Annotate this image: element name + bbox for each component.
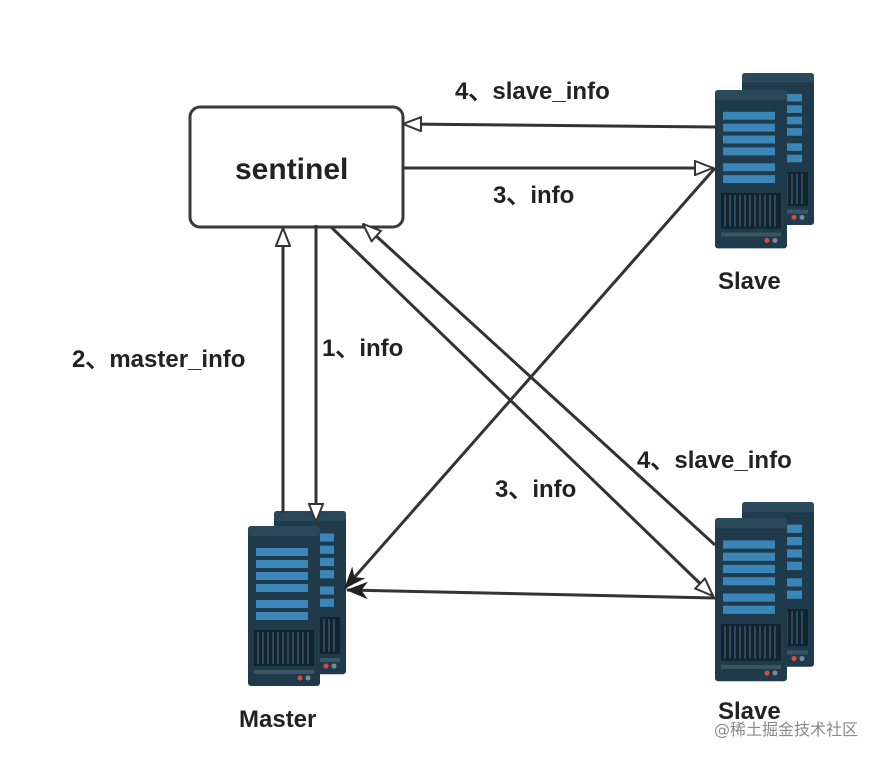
sentinel-label: sentinel <box>235 153 349 186</box>
edge-label-sentinel-to-slave-bottom: 3、info <box>495 476 577 503</box>
watermark: @稀土掘金技术社区 <box>714 720 859 739</box>
arrow-slave-bottom-to-sentinel <box>363 224 717 547</box>
edge-label-master-to-sentinel: 2、master_info <box>72 346 246 373</box>
edge-label-slave-bottom-to-sentinel: 4、slave_info <box>637 447 792 474</box>
slave-top-server-icon <box>714 72 815 250</box>
arrow-slave-bottom-to-master <box>345 581 716 600</box>
master-server-icon <box>247 510 347 687</box>
edge-label-slave-top-to-sentinel: 4、slave_info <box>455 78 610 105</box>
slave-bottom-server-icon <box>714 501 815 682</box>
edge-label-sentinel-to-master: 1、info <box>322 335 404 362</box>
arrow-sentinel-to-slave-bottom <box>329 225 713 596</box>
slave-bottom-label: Slave <box>718 698 781 725</box>
slave-top-label: Slave <box>718 268 781 295</box>
arrow-slave-top-to-sentinel <box>403 124 716 127</box>
edge-label-sentinel-to-slave-top: 3、info <box>493 182 575 209</box>
master-label: Master <box>239 706 317 733</box>
